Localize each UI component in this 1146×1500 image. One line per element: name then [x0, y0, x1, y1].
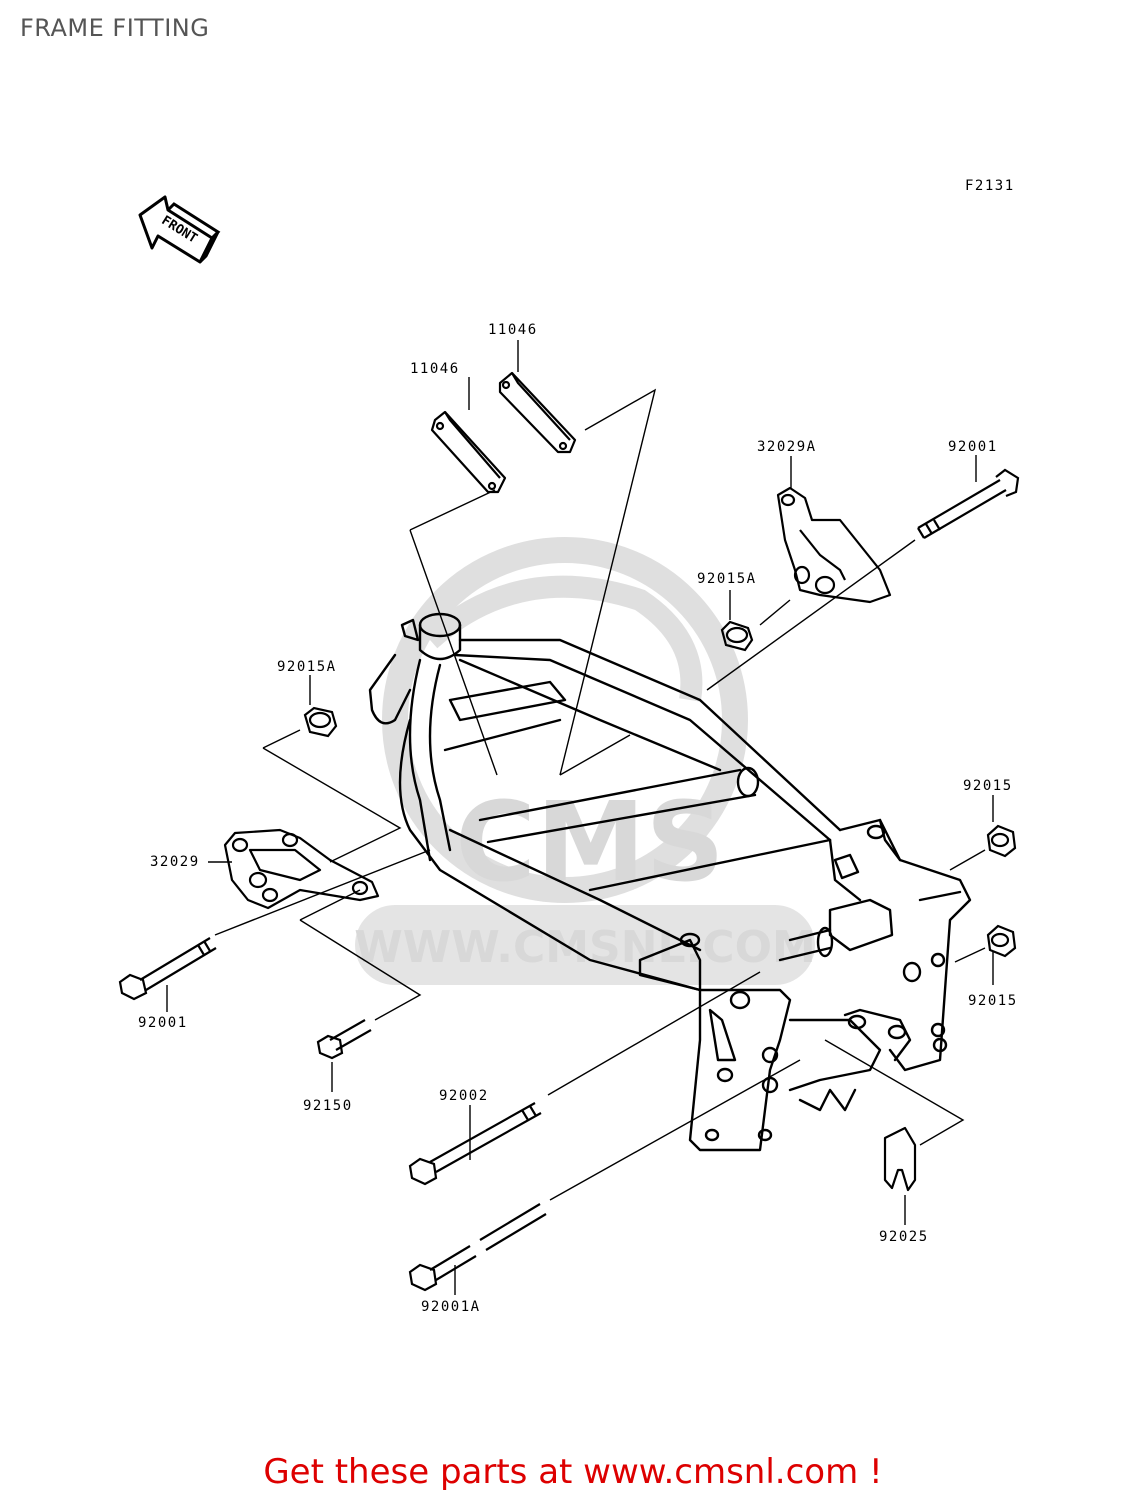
part-label: 32029A: [757, 439, 817, 455]
page-title: FRAME FITTING: [20, 14, 210, 42]
part-label: 92015A: [697, 571, 757, 587]
watermark-logo: CMS: [455, 778, 724, 906]
part-92015-nut-upper: [986, 824, 1017, 858]
part-92150-bolt: [316, 1019, 372, 1060]
part-label: 92001A: [421, 1299, 481, 1315]
part-labels: 11046 11046 32029A 92001 92015A 92015A 9…: [138, 322, 1018, 1315]
part-92001-bolt-left: [118, 937, 217, 1001]
part-label: 92015A: [277, 659, 337, 675]
front-arrow-icon: FRONT: [138, 195, 221, 264]
part-label: 92002: [439, 1088, 489, 1104]
part-11046-right: [498, 371, 577, 454]
part-label: 32029: [150, 854, 200, 870]
figure-code: F2131: [965, 178, 1015, 194]
part-92002-bolt: [408, 1102, 542, 1186]
part-32029a-bracket: [776, 486, 892, 604]
part-92015-nut-lower: [986, 924, 1017, 958]
part-label: 11046: [488, 322, 538, 338]
part-label: 92015: [968, 993, 1018, 1009]
part-92025-clip: [883, 1126, 917, 1192]
main-frame: [368, 612, 972, 1152]
part-92015a-nut-right: [720, 620, 754, 652]
part-92001a-bolt: [408, 1203, 547, 1292]
part-label: 92025: [879, 1229, 929, 1245]
watermark-url: WWW.CMSNL.COM: [354, 922, 816, 973]
part-label: 92001: [138, 1015, 188, 1031]
part-92015a-nut-left: [303, 706, 338, 738]
part-11046-left: [430, 410, 507, 494]
part-32029-bracket: [223, 828, 380, 910]
part-label: 11046: [410, 361, 460, 377]
watermark: CMS WWW.CMSNL.COM: [354, 537, 816, 985]
leader-lines: [166, 340, 994, 1295]
part-label: 92001: [948, 439, 998, 455]
part-92001-bolt-right: [917, 468, 1020, 539]
footer-link[interactable]: Get these parts at www.cmsnl.com !: [263, 1452, 883, 1492]
part-label: 92150: [303, 1098, 353, 1114]
part-label: 92015: [963, 778, 1013, 794]
